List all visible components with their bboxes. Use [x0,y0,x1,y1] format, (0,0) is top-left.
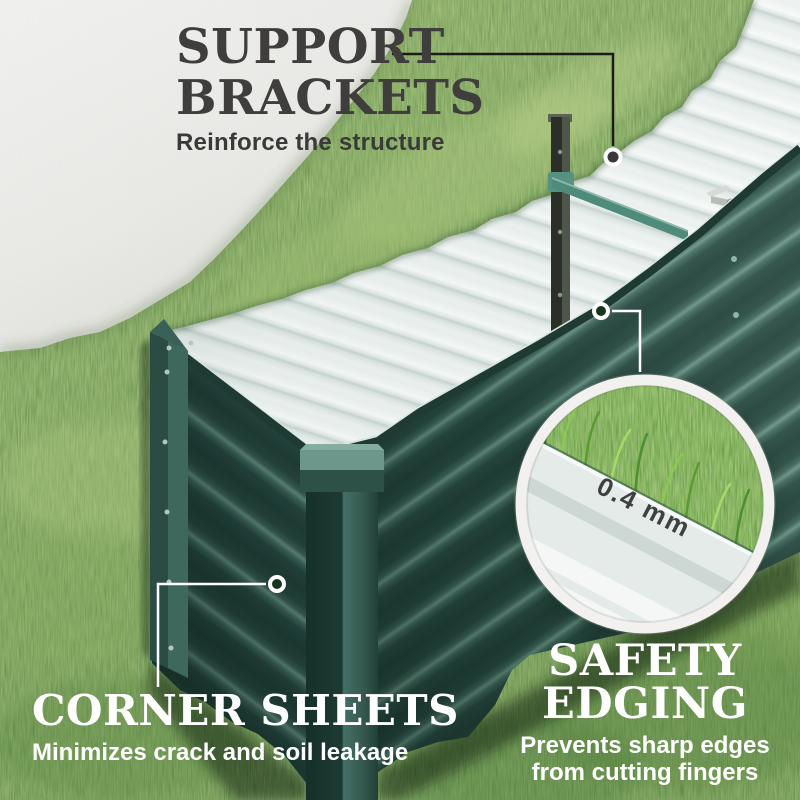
support-brackets-subtitle: Reinforce the structure [176,128,445,156]
support-bracket [183,114,740,367]
safety-edging-subtitle: Prevents sharp edges from cutting finger… [520,732,770,787]
callout-lines [156,52,642,687]
bed-interior-panels [157,0,800,458]
safety-edging-annotation: SAFETY EDGING Prevents sharp edges from … [470,636,800,787]
safety-edging-callout-dot [592,302,610,320]
corner-sheets-title: CORNER SHEETS [32,686,459,735]
magnifier-ring [515,374,775,634]
corner-sheets-callout-line [156,582,266,687]
support-brackets-annotation: SUPPORT BRACKETS Reinforce the structure [176,19,485,157]
safety-edging-title: SAFETY EDGING [542,636,748,729]
safety-edging-callout-line [612,309,642,372]
corner-sheets-callout-dot [268,575,286,593]
corner-sheet-trim [150,319,188,678]
bed-end-face [150,319,310,784]
corner-sheets-annotation: CORNER SHEETS Minimizes crack and soil l… [32,690,512,767]
support-brackets-title: SUPPORT BRACKETS [176,19,485,127]
support-brackets-callout-line [392,52,615,146]
corner-post [300,444,384,800]
corner-sheets-subtitle: Minimizes crack and soil leakage [32,739,409,766]
support-brackets-callout-dot [603,147,623,167]
cross-rod [552,178,688,241]
angle-bracket [706,185,731,197]
